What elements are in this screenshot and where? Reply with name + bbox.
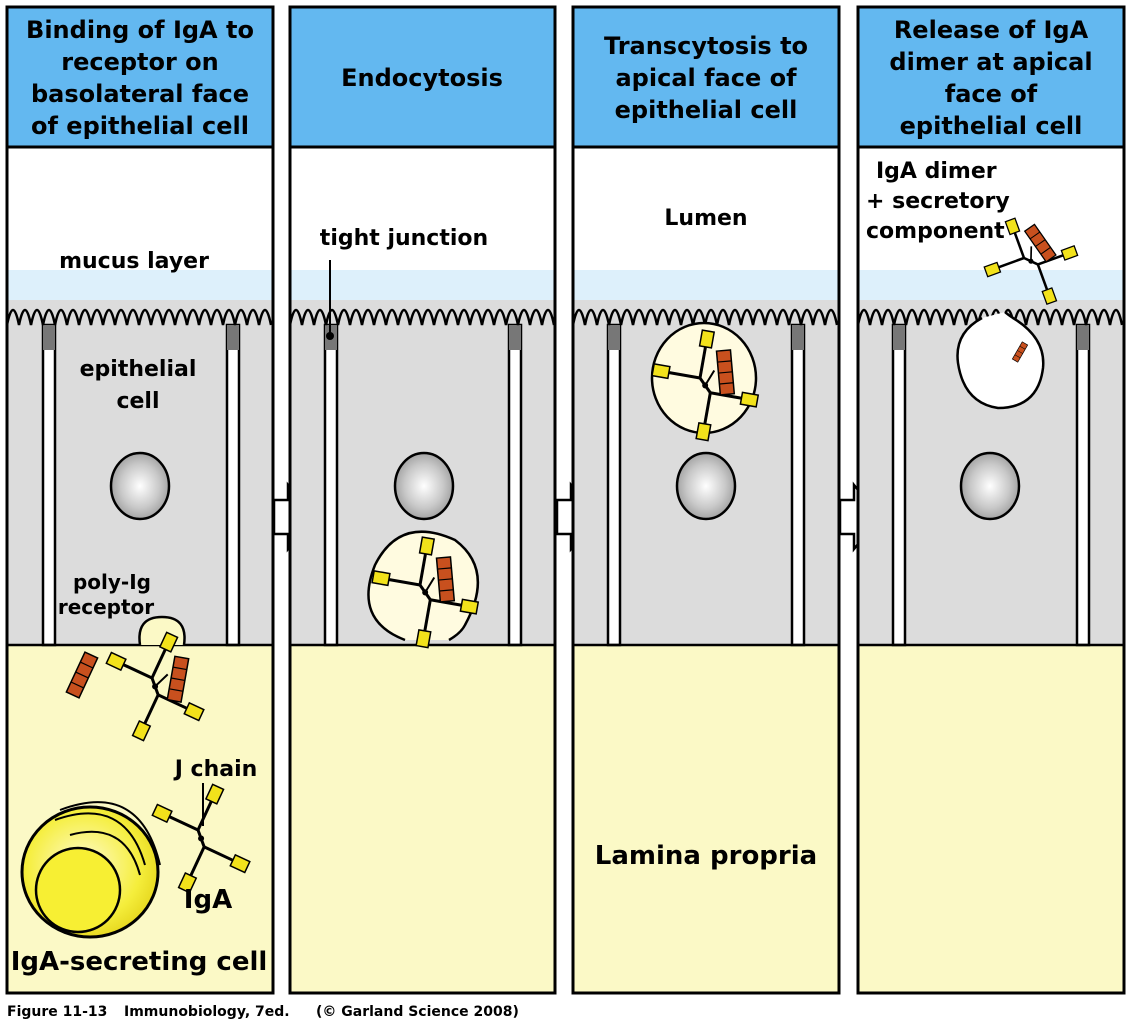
caption-figure: Figure 11-13 — [7, 1004, 107, 1020]
panel-4-title-line-3: face of — [945, 80, 1038, 108]
panel-2-title: Endocytosis — [341, 64, 503, 92]
nucleus — [675, 451, 737, 521]
lamina-propria-label: Lamina propria — [595, 841, 817, 871]
nucleus — [959, 451, 1021, 521]
poly-ig-receptor-label-line-2: receptor — [58, 595, 154, 619]
iga-secreting-cell-label: IgA-secreting cell — [11, 947, 268, 977]
iga-label: IgA — [184, 885, 232, 915]
poly-ig-receptor-label-line-1: poly-Ig — [73, 570, 151, 594]
panel-3-title-line-2: apical face of — [615, 64, 797, 92]
panel-3: Transcytosis to apical face of epithelia… — [571, 5, 841, 995]
figure-caption: Figure 11-13 Immunobiology, 7ed. (© Garl… — [7, 1004, 519, 1020]
exocytic-vesicle — [956, 311, 1045, 410]
panel-3-title-line-1: Transcytosis to — [604, 32, 808, 60]
panel-1: Binding of IgA to receptor on basolatera… — [5, 5, 275, 995]
epithelial-cell-label-line-2: cell — [116, 389, 159, 414]
dimer-label-line-2: + secretory — [866, 189, 1010, 214]
panel-1-title-line-4: of epithelial cell — [31, 112, 249, 140]
dimer-label-line-3: component — [866, 219, 1005, 244]
caption-copyright: (© Garland Science 2008) — [316, 1004, 519, 1020]
nucleus — [109, 451, 171, 521]
panel-3-title-line-3: epithelial cell — [615, 96, 798, 124]
panel-2: Endocytosis tight junction — [288, 5, 557, 995]
caption-book: Immunobiology, 7ed. — [124, 1004, 290, 1020]
epithelial-cell-label-line-1: epithelial — [80, 357, 197, 382]
panel-4: Release of IgA dimer at apical face of e… — [856, 5, 1126, 995]
j-chain-label: J chain — [173, 757, 258, 782]
panel-4-title-line-2: dimer at apical — [889, 48, 1092, 76]
dimer-label-line-1: IgA dimer — [876, 159, 997, 184]
panel-4-title-line-1: Release of IgA — [894, 16, 1089, 44]
tight-junction-label: tight junction — [320, 226, 488, 251]
lumen-label: Lumen — [664, 206, 747, 231]
nucleus — [393, 451, 455, 521]
panel-4-title-line-4: epithelial cell — [900, 112, 1083, 140]
panel-1-title-line-3: basolateral face — [31, 80, 249, 108]
panel-1-title-line-2: receptor on — [61, 48, 219, 76]
iga-secreting-cell — [20, 801, 161, 939]
panel-1-title-line-1: Binding of IgA to — [26, 16, 254, 44]
mucus-layer-label: mucus layer — [59, 249, 209, 274]
